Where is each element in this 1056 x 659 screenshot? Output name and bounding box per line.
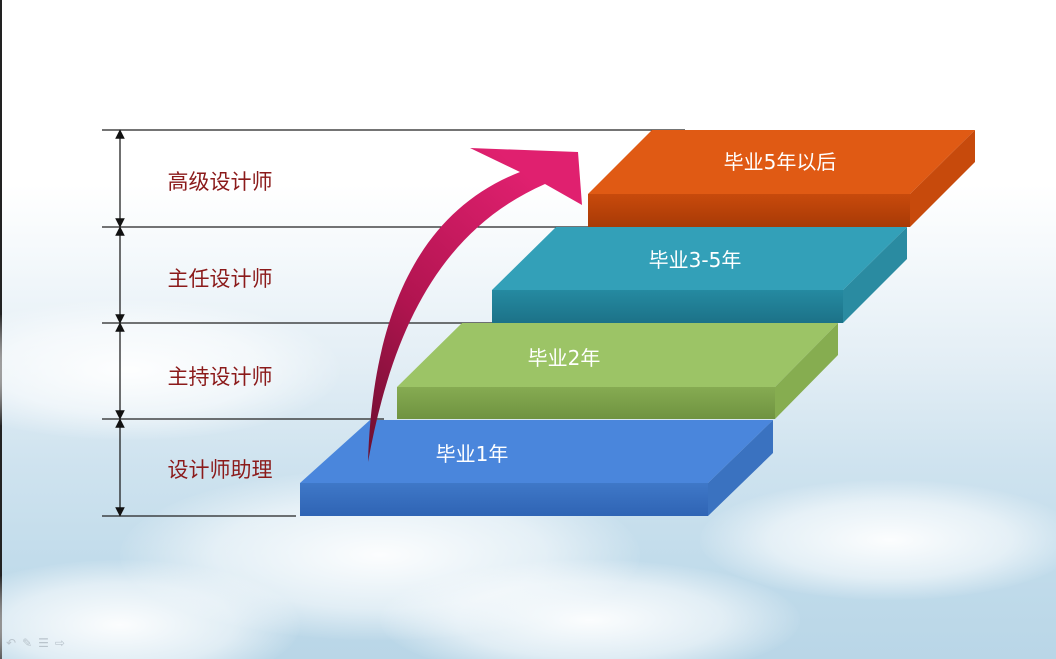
next-icon[interactable]: ⇨ [54, 636, 65, 650]
step-label-2: 毕业2年 [527, 346, 601, 370]
step-label-3: 毕业3-5年 [648, 248, 742, 272]
step-front [588, 194, 910, 227]
step-3 [492, 227, 907, 323]
role-label-lead-designer: 主持设计师 [167, 365, 273, 389]
role-label-senior-designer: 高级设计师 [167, 170, 273, 194]
step-2 [397, 323, 838, 419]
growth-arrow [368, 148, 582, 462]
step-top [492, 227, 907, 290]
step-side [910, 130, 975, 227]
step-label-1: 毕业1年 [435, 442, 509, 466]
slideshow-controls: ↶ ✎ ☰ ⇨ [6, 636, 65, 650]
role-label-design-assistant: 设计师助理 [167, 458, 273, 482]
step-top [300, 420, 773, 483]
step-front [300, 483, 708, 516]
undo-icon[interactable]: ↶ [6, 636, 17, 650]
step-front [492, 290, 843, 323]
step-label-4: 毕业5年以后 [723, 150, 837, 174]
step-front [397, 387, 775, 419]
menu-icon[interactable]: ☰ [38, 636, 49, 650]
step-top [397, 323, 838, 387]
role-label-chief-designer: 主任设计师 [167, 267, 273, 291]
step-top [588, 130, 975, 194]
step-side [843, 227, 907, 323]
step-side [708, 420, 773, 516]
step-4 [588, 130, 975, 227]
pen-icon[interactable]: ✎ [22, 636, 33, 650]
step-side [775, 323, 838, 419]
step-1 [300, 420, 773, 516]
